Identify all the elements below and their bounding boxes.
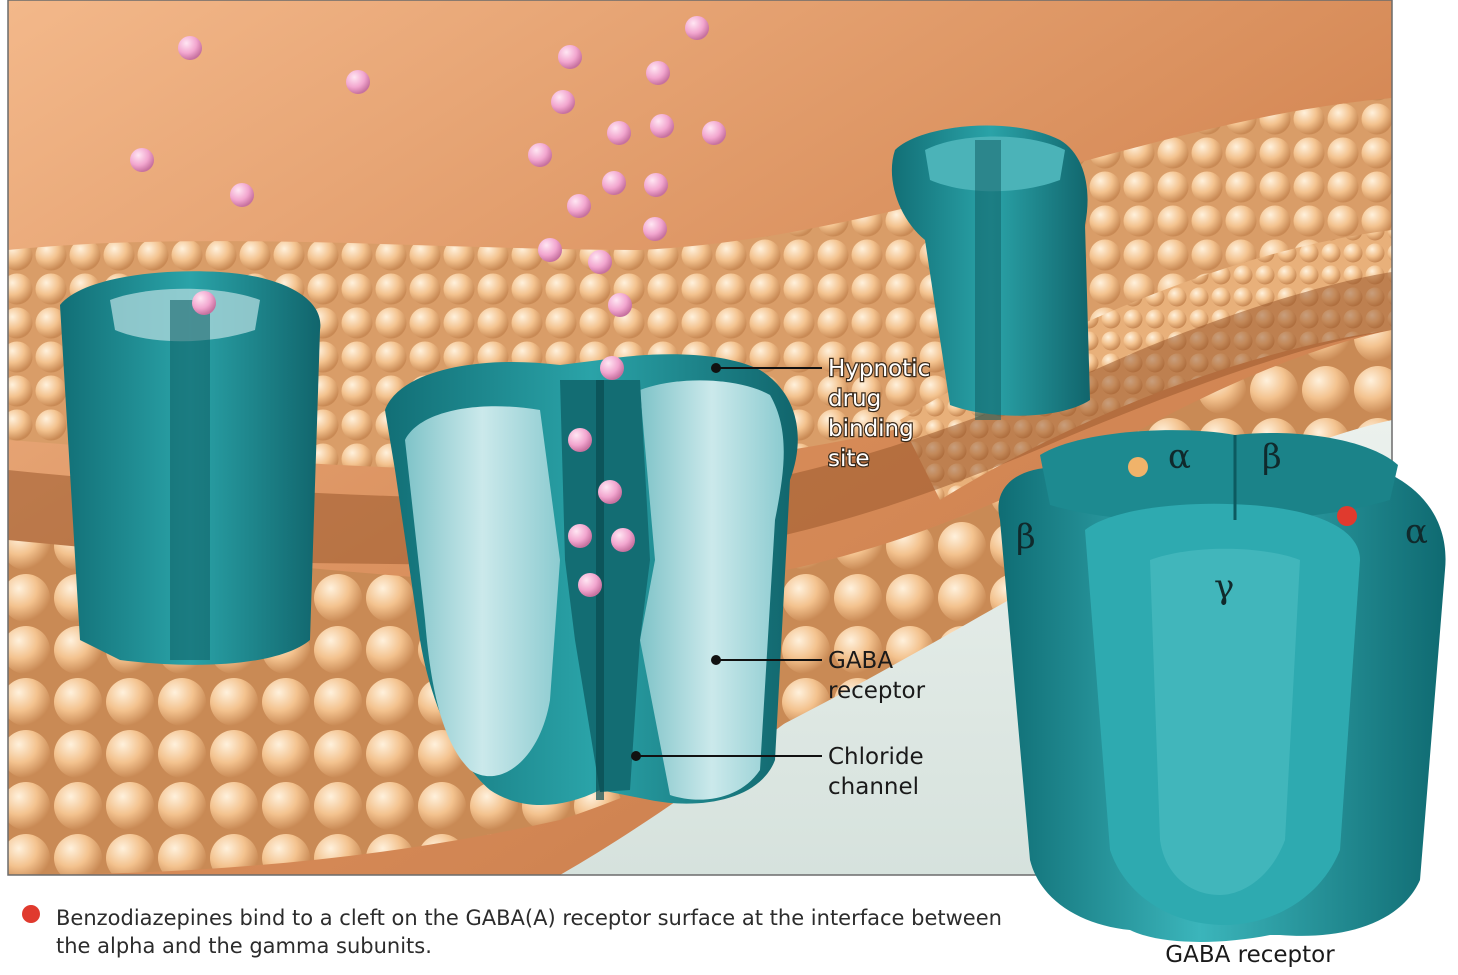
gaba-molecule <box>646 61 670 85</box>
label-gaba-line-1: GABA <box>828 648 893 674</box>
gaba-molecule <box>178 36 202 60</box>
gaba-molecule <box>567 194 591 218</box>
label-hypnotic-line-2: drug <box>828 386 881 412</box>
gaba-molecule <box>538 238 562 262</box>
label-gaba-line-2: receptor <box>828 678 926 704</box>
gaba-molecule <box>568 428 592 452</box>
label-hypnotic-line-1: Hypnotic <box>828 356 930 382</box>
gaba-molecule <box>702 121 726 145</box>
gaba-molecule <box>130 148 154 172</box>
gaba-molecule <box>685 16 709 40</box>
gaba-molecule <box>602 171 626 195</box>
caption-text: Benzodiazepines bind to a cleft on the G… <box>56 904 1016 960</box>
label-hypnotic-line-4: site <box>828 446 870 472</box>
gaba-molecule <box>608 293 632 317</box>
gaba-molecule <box>230 183 254 207</box>
gaba-molecule <box>346 70 370 94</box>
gaba-molecule <box>578 573 602 597</box>
gaba-molecule <box>650 114 674 138</box>
gaba-molecule <box>588 250 612 274</box>
subunit-alpha-top: α <box>1168 437 1191 477</box>
gaba-molecule <box>551 90 575 114</box>
subunit-beta-left: β <box>1016 517 1036 557</box>
gaba-molecule <box>644 173 668 197</box>
label-chloride-line-1: Chloride <box>828 744 924 770</box>
label-chloride-line-2: channel <box>828 774 919 800</box>
subunit-alpha-right: α <box>1405 512 1428 552</box>
subunit-gamma: γ <box>1214 567 1234 607</box>
hypnotic-binding-marker <box>1128 457 1148 477</box>
receptor-subunit-inset: α β β α γ <box>998 430 1445 942</box>
gaba-molecule <box>568 524 592 548</box>
gaba-molecule <box>607 121 631 145</box>
gaba-molecule <box>643 217 667 241</box>
receptor-inset-caption: GABA receptor <box>1100 942 1400 968</box>
subunit-beta-top: β <box>1262 437 1282 477</box>
benzodiazepine-binding-marker <box>1337 506 1357 526</box>
label-hypnotic-line-3: binding <box>828 416 914 442</box>
gaba-molecule <box>598 480 622 504</box>
gaba-molecule <box>192 291 216 315</box>
caption-bullet <box>22 905 40 923</box>
gaba-molecule <box>611 528 635 552</box>
gaba-molecule <box>558 45 582 69</box>
gaba-molecule <box>528 143 552 167</box>
gaba-molecule <box>600 356 624 380</box>
receptor-left <box>60 271 320 665</box>
